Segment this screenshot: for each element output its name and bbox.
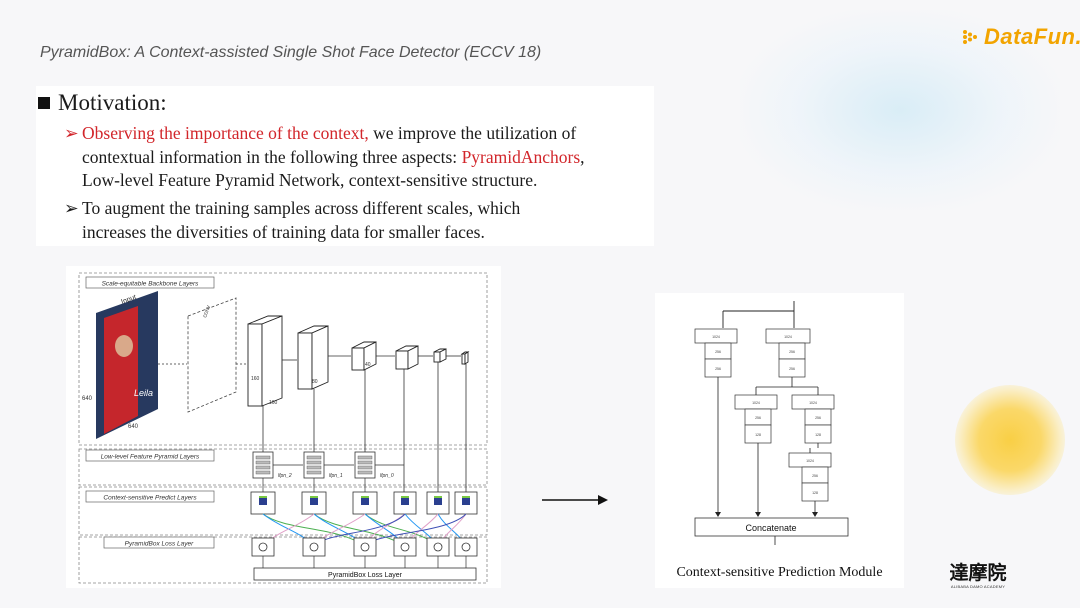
loss-nodes — [251, 537, 478, 557]
svg-text:Scale-equitable Backbone Layer: Scale-equitable Backbone Layers — [102, 281, 200, 288]
region-label-loss: PyramidBox Loss Layer — [103, 536, 215, 549]
bullet2-line1: To augment the training samples across d… — [82, 198, 521, 218]
svg-text:160: 160 — [251, 376, 260, 382]
right-arrow-icon — [542, 495, 608, 505]
csp-nodes — [250, 491, 478, 515]
context-sensitive-module-figure: 1024 256 256 1024 256 256 1024 256 128 1… — [655, 293, 904, 588]
arrow-bullet-icon: ➢ — [64, 123, 79, 143]
region-label-backbone: Scale-equitable Backbone Layers — [85, 276, 215, 289]
svg-text:Low-level Feature Pyramid Laye: Low-level Feature Pyramid Layers — [101, 454, 200, 461]
region-label-lfpn: Low-level Feature Pyramid Layers — [85, 449, 215, 462]
damo-logo-text: 達摩院 — [949, 562, 1007, 584]
svg-text:128: 128 — [755, 433, 761, 437]
input-image: Leila Input 640 640 — [82, 291, 158, 439]
bullet1-line2-highlight: PyramidAnchors — [461, 146, 581, 167]
svg-text:1024: 1024 — [752, 401, 760, 405]
motivation-bullet-2: ➢ To augment the training samples across… — [64, 197, 654, 244]
svg-text:256: 256 — [755, 416, 761, 420]
svg-text:Concatenate: Concatenate — [745, 523, 796, 533]
svg-text:1024: 1024 — [809, 401, 817, 405]
architecture-diagram: Scale-equitable Backbone Layers Low-leve… — [78, 272, 488, 584]
damo-logo-subtext: ALIBABA DAMO ACADEMY — [950, 584, 1006, 589]
motivation-panel: Motivation: ➢ Observing the importance o… — [36, 86, 654, 246]
svg-text:lfpn_0: lfpn_0 — [380, 473, 394, 479]
svg-text:40: 40 — [365, 362, 371, 368]
bullet1-text: we improve the utilization of — [368, 123, 577, 143]
damo-academy-logo: 達摩院 ALIBABA DAMO ACADEMY — [946, 562, 1010, 589]
svg-text:128: 128 — [815, 433, 821, 437]
svg-text:256: 256 — [789, 367, 795, 371]
svg-text:1024: 1024 — [712, 335, 720, 339]
motivation-bullet-1: ➢ Observing the importance of the contex… — [64, 122, 654, 193]
background-glow-yellow — [955, 385, 1065, 495]
svg-text:160: 160 — [269, 400, 278, 406]
arrow-bullet-icon: ➢ — [64, 198, 79, 218]
svg-text:Input: Input — [120, 294, 137, 306]
svg-text:lfpn_2: lfpn_2 — [278, 473, 292, 479]
bullet1-line2-punct: , — [580, 146, 585, 167]
svg-text:1024: 1024 — [784, 335, 792, 339]
pyramidbox-architecture-figure: Scale-equitable Backbone Layers Low-leve… — [66, 266, 501, 588]
svg-text:conv: conv — [202, 305, 212, 319]
bullet2-line2: increases the diversities of training da… — [82, 221, 485, 242]
svg-text:Context-sensitive Predict Laye: Context-sensitive Predict Layers — [103, 495, 197, 502]
lfpn-nodes: lfpn_2 lfpn_1 lfpn_0 — [252, 451, 404, 492]
svg-text:256: 256 — [812, 474, 818, 478]
svg-text:128: 128 — [812, 491, 818, 495]
motivation-heading: Motivation: — [38, 90, 167, 116]
svg-text:640: 640 — [82, 396, 93, 402]
datafun-logo: DataFun. — [962, 22, 1080, 52]
slide-title: PyramidBox: A Context-assisted Single Sh… — [40, 44, 542, 61]
datafun-logo-icon — [963, 30, 977, 44]
svg-text:256: 256 — [789, 350, 795, 354]
svg-text:lfpn_1: lfpn_1 — [329, 473, 343, 479]
svg-text:PyramidBox Loss Layer: PyramidBox Loss Layer — [328, 572, 403, 579]
loss-bar: PyramidBox Loss Layer — [253, 567, 477, 581]
feature-blocks — [247, 315, 470, 407]
svg-text:Leila: Leila — [134, 388, 153, 398]
svg-text:1024: 1024 — [806, 459, 814, 463]
svg-text:PyramidBox Loss Layer: PyramidBox Loss Layer — [125, 541, 194, 548]
region-label-csp: Context-sensitive Predict Layers — [85, 490, 215, 503]
svg-text:256: 256 — [815, 416, 821, 420]
module-diagram: 1024 256 256 1024 256 256 1024 256 128 1… — [694, 301, 849, 545]
bullet1-highlight: Observing the importance of the context, — [82, 123, 369, 143]
motivation-heading-text: Motivation: — [58, 90, 167, 115]
bullet1-line3: Low-level Feature Pyramid Network, conte… — [82, 170, 538, 190]
svg-text:256: 256 — [715, 350, 721, 354]
logo-text: DataFun. — [984, 24, 1080, 49]
conv-plane: conv — [187, 297, 237, 413]
svg-text:640: 640 — [128, 424, 139, 430]
module-caption: Context-sensitive Prediction Module — [676, 565, 883, 580]
concatenate-box: Concatenate — [694, 517, 849, 537]
background-glow-blue — [740, 10, 1060, 210]
square-bullet-icon — [38, 97, 50, 109]
bullet1-line2: contextual information in the following … — [82, 146, 462, 167]
svg-text:80: 80 — [312, 379, 318, 385]
svg-text:256: 256 — [715, 367, 721, 371]
